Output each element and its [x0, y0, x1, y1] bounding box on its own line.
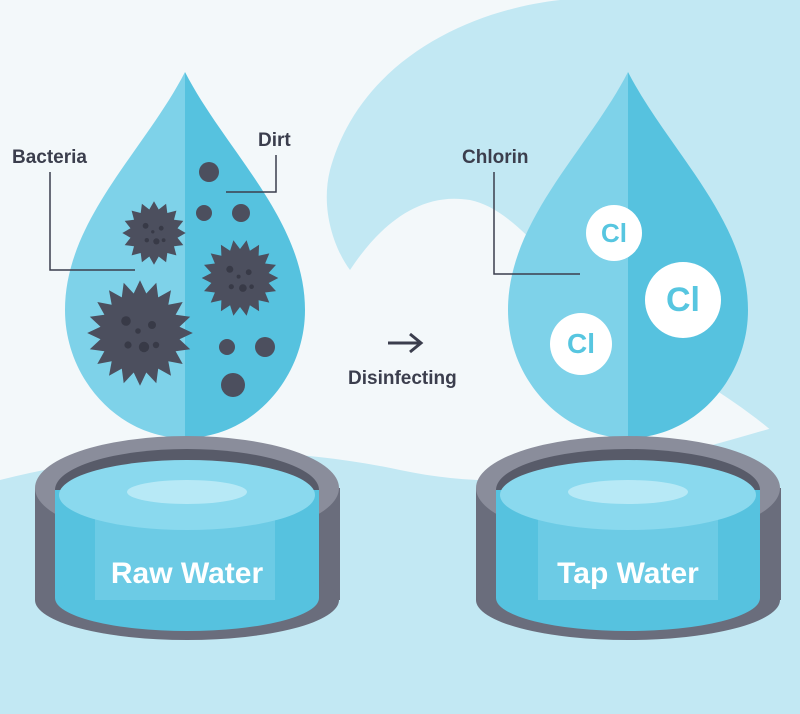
- dirt-leader-line: [226, 155, 277, 193]
- chlorine-atom-icon: Cl: [550, 313, 612, 375]
- bacteria-group: [87, 201, 279, 386]
- dirt-particle-icon: [196, 205, 212, 221]
- chlorine-atom-icon: Cl: [645, 262, 721, 338]
- bacteria-icon: [122, 201, 186, 265]
- tap-water-label: Tap Water: [557, 557, 699, 590]
- water-drop-icon: [65, 72, 305, 438]
- arrow-right-icon: [388, 332, 424, 354]
- chlorine-atom-icon: Cl: [586, 205, 642, 261]
- raw-water-label: Raw Water: [110, 557, 264, 590]
- chlorine-label: Chlorin: [462, 147, 529, 168]
- dirt-particles: [196, 162, 275, 397]
- dirt-particle-icon: [255, 337, 275, 357]
- chlorine-leader-line: [493, 172, 580, 275]
- bacteria-icon: [87, 280, 193, 386]
- process-label: Disinfecting: [348, 368, 457, 389]
- dirt-particle-icon: [232, 204, 250, 222]
- bacteria-leader-line: [49, 172, 135, 271]
- dirt-label: Dirt: [258, 130, 291, 151]
- dirt-particle-icon: [219, 339, 235, 355]
- bacteria-label: Bacteria: [12, 147, 87, 168]
- basin-icon: [476, 436, 781, 640]
- dirt-particle-icon: [199, 162, 219, 182]
- basin-icon: [35, 436, 340, 640]
- bacteria-icon: [201, 240, 279, 316]
- dirt-particle-icon: [221, 373, 245, 397]
